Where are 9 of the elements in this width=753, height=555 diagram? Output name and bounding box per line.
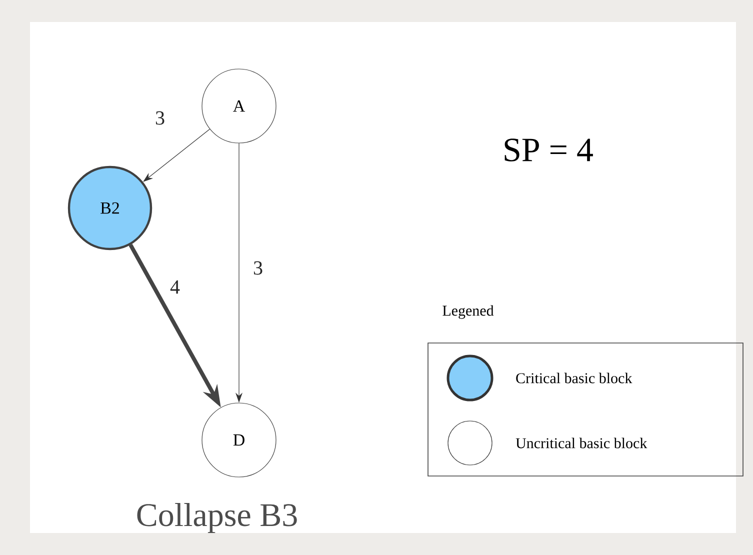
edge-label: 3: [254, 261, 262, 275]
formula-label: SP = 4: [504, 138, 593, 162]
edge-label: 3: [156, 111, 164, 125]
legend-text: Critical basic block: [516, 372, 632, 384]
edge-label: 4: [170, 280, 180, 294]
legend-title: Legened: [442, 305, 494, 319]
arrow: [143, 128, 210, 182]
caption: Collapse B3: [137, 503, 297, 533]
legend-text: Uncritical basic block: [516, 438, 648, 448]
